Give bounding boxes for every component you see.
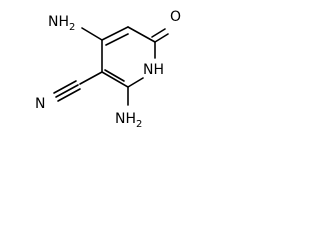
amino-top-text: NH [48, 14, 69, 30]
bond-nitrile-triple-1 [55, 84, 79, 98]
amino-top-subscript: 2 [69, 22, 75, 33]
amino-bottom-subscript: 2 [136, 119, 142, 130]
nitrile-nitrogen-label: N [35, 96, 45, 112]
molecule-structure: NH2 O NH N NH2 [35, 9, 181, 130]
bond-c3-nitrile-c [79, 71, 103, 85]
bond-c2-c3 [101, 71, 129, 88]
bond-c2-c3-double [104, 69, 125, 82]
bond-c4-amino [81, 27, 103, 41]
ring-nitrogen-label: NH [143, 62, 164, 78]
amino-bottom-text: NH [115, 111, 136, 127]
amino-top-label: NH2 [48, 14, 75, 33]
bond-n1-c2 [127, 77, 144, 88]
bond-nitrile-triple-3 [57, 88, 81, 102]
bond-c6-oxygen-double [151, 28, 166, 38]
bond-c4-c5-double [105, 33, 129, 46]
bond-c4-c5 [101, 26, 129, 41]
amino-bottom-label: NH2 [115, 111, 142, 130]
bond-c5-c6 [127, 26, 156, 43]
carbonyl-oxygen-label: O [170, 9, 181, 25]
bond-nitrile-triple-2 [53, 80, 77, 94]
bond-c6-oxygen [154, 33, 169, 43]
